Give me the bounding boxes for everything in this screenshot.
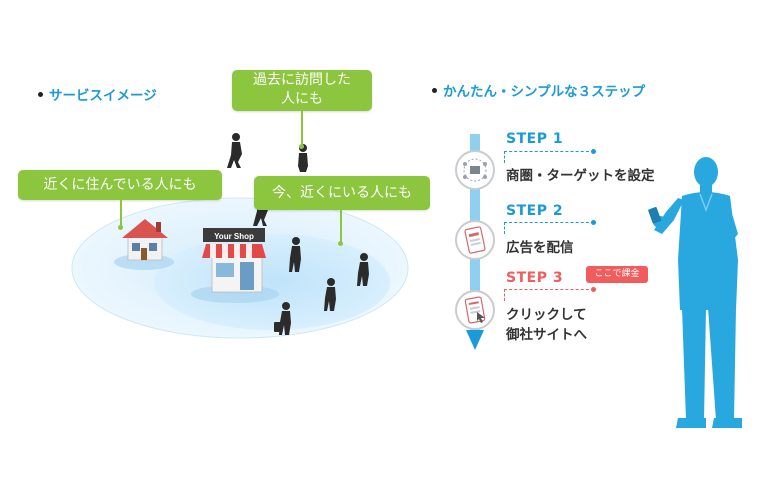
bubble-tail bbox=[340, 210, 342, 244]
bullet-icon bbox=[38, 91, 43, 97]
step3-dot bbox=[591, 287, 596, 292]
bubble-past-visitors: 過去に訪問した 人にも bbox=[232, 70, 372, 111]
bubble-tail bbox=[120, 200, 122, 228]
shop-sign: Your Shop bbox=[214, 232, 254, 241]
step1-label: STEP 1 bbox=[506, 131, 564, 147]
step2-dot bbox=[591, 220, 596, 225]
step3-underline bbox=[504, 289, 594, 290]
bubble-tail-dot bbox=[118, 225, 123, 230]
step2-text: 広告を配信 bbox=[506, 240, 574, 256]
step3-label: STEP 3 bbox=[506, 270, 564, 286]
businessman-icon bbox=[648, 157, 742, 428]
step3-connector bbox=[504, 289, 505, 301]
step1-text: 商圏・ターゲットを設定 bbox=[506, 168, 655, 184]
ad-delivery-icon bbox=[455, 220, 495, 260]
person-silhouette bbox=[274, 302, 291, 335]
bubble-residents-text: 近くに住んでいる人にも bbox=[43, 177, 197, 193]
step1-underline bbox=[504, 151, 594, 152]
step1-dot bbox=[591, 149, 596, 154]
person-silhouette bbox=[289, 237, 301, 272]
step2-underline bbox=[504, 222, 594, 223]
click-site-icon bbox=[455, 290, 495, 330]
step2-connector bbox=[504, 222, 505, 234]
inner-area-ellipse bbox=[154, 234, 390, 330]
billing-badge: ここで課金 bbox=[586, 266, 648, 283]
person-silhouette bbox=[227, 133, 242, 168]
shop-icon: Your Shop bbox=[202, 228, 266, 293]
bubble-nearby-text: 今、近くにいる人にも bbox=[272, 185, 412, 201]
bubble-tail bbox=[301, 111, 303, 147]
step3-text-line1: クリックして bbox=[506, 307, 587, 323]
step1-connector bbox=[504, 151, 505, 163]
bubble-nearby-now: 今、近くにいる人にも bbox=[254, 176, 430, 210]
bullet-icon bbox=[432, 87, 437, 93]
target-area-icon bbox=[455, 150, 495, 190]
bubble-residents: 近くに住んでいる人にも bbox=[18, 170, 222, 200]
three-steps-title: かんたん・シンプルな３ステップ bbox=[443, 84, 646, 100]
house-icon bbox=[122, 219, 168, 261]
bubble-tail-dot bbox=[299, 144, 304, 149]
bubble-past-line1: 過去に訪問した bbox=[253, 72, 351, 88]
three-steps-heading: かんたん・シンプルな３ステップ bbox=[432, 80, 645, 100]
bubble-tail-dot bbox=[338, 241, 343, 246]
service-image-heading: サービスイメージ bbox=[38, 84, 157, 104]
step3-text-line2: 御社サイトへ bbox=[506, 327, 587, 343]
area-illustration: Your Shop bbox=[71, 133, 409, 339]
person-silhouette bbox=[357, 253, 369, 286]
step2-label: STEP 2 bbox=[506, 203, 564, 219]
service-image-title: サービスイメージ bbox=[49, 88, 157, 104]
person-silhouette bbox=[324, 278, 336, 311]
bubble-past-line2: 人にも bbox=[281, 91, 323, 107]
